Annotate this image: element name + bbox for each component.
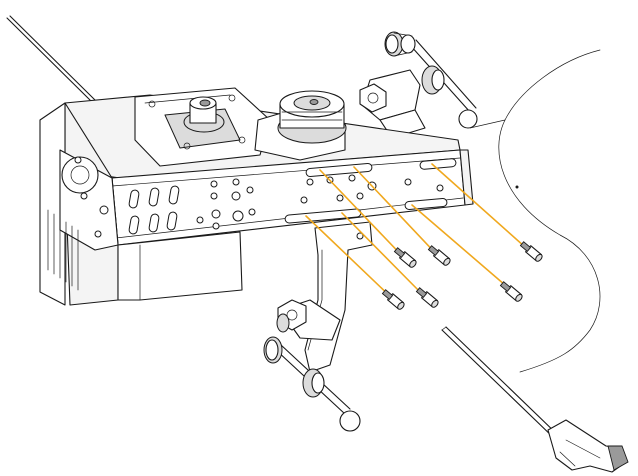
rail-holes (128, 174, 444, 235)
side-screw-4 (94, 230, 102, 238)
motor-screw-1 (148, 100, 156, 108)
guide-line-3 (431, 163, 535, 256)
background-outline-2 (469, 119, 506, 129)
upper-clamp-assembly (359, 31, 478, 139)
timing-pulley (254, 90, 347, 161)
screw-guide-lines (305, 163, 535, 301)
motor-pulley (183, 96, 225, 133)
socket-cap-screw-5 (415, 287, 439, 308)
lower-clamp-arm (279, 221, 373, 373)
socket-cap-screw-2 (427, 245, 451, 266)
motor-screw-4 (238, 136, 246, 144)
socket-cap-screw-1 (393, 247, 417, 268)
upper-ball-end (458, 109, 478, 129)
guide-line-4 (305, 215, 395, 301)
side-screw-2 (80, 192, 88, 200)
lower-ball-end (339, 410, 361, 432)
guide-line-1 (319, 169, 409, 263)
side-plate (39, 102, 119, 306)
background-dot (515, 185, 519, 189)
motor-screw-2 (228, 94, 236, 102)
guide-line-5 (341, 212, 425, 297)
socket-cap-screw-6 (499, 281, 523, 302)
lower-thumb-screw (263, 299, 361, 432)
upper-hex-nut (359, 83, 387, 113)
guide-line-6 (411, 204, 513, 292)
side-screw-3 (99, 205, 109, 215)
motor-screw-3 (183, 142, 191, 150)
hex-key (441, 326, 629, 473)
socket-cap-screw-4 (381, 289, 405, 310)
motor-housing-lower (117, 231, 243, 301)
side-screw-1 (74, 156, 82, 164)
guide-line-2 (353, 166, 441, 259)
socket-cap-screw-3 (519, 241, 543, 262)
antenna-rod (6, 15, 97, 104)
background-outline (498, 49, 601, 373)
